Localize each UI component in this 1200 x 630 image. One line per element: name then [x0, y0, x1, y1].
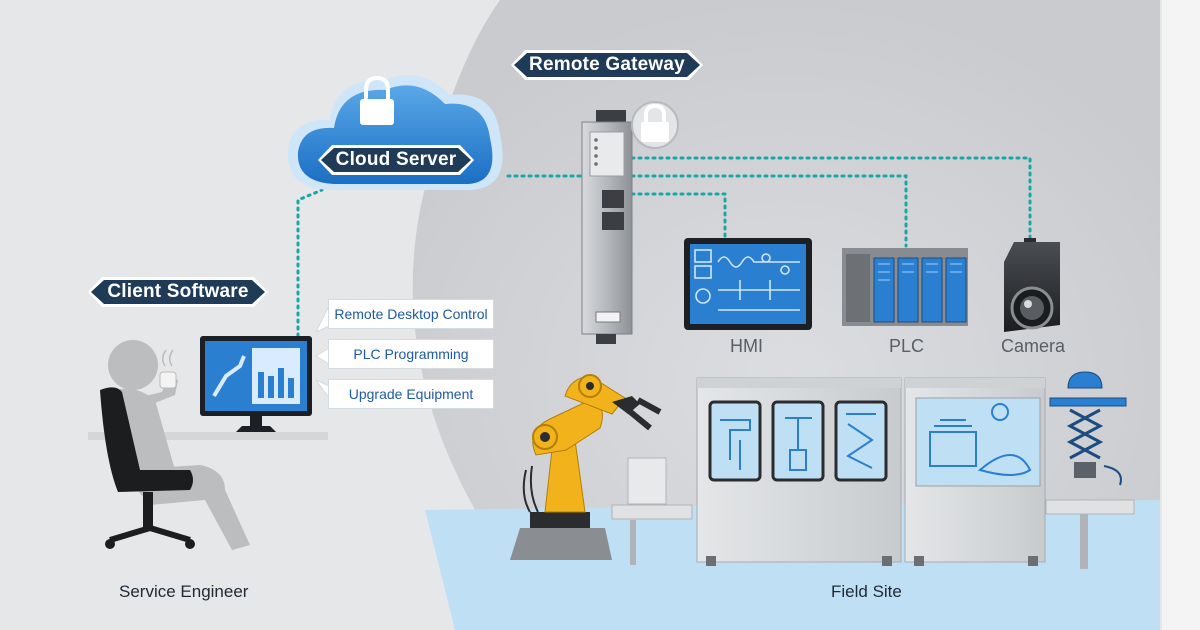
feature-remote-desktop-control: Remote Desktop Control [328, 299, 494, 329]
connection-client-cloud [296, 188, 324, 338]
remote-gateway-label: Remote Gateway [529, 54, 685, 75]
plc-label: PLC [889, 336, 925, 356]
tag-shape [511, 50, 703, 80]
feature-pointers [314, 305, 330, 400]
cloud-lock-icon [360, 75, 394, 125]
plc-unit [842, 248, 968, 326]
gateway-lock-icon [631, 101, 679, 149]
client-monitor [200, 336, 312, 432]
camera-label: Camera [1001, 336, 1066, 356]
client-software-tag: Client Software [88, 277, 268, 307]
remote-gateway-tag: Remote Gateway [511, 50, 703, 80]
production-machine-1 [696, 377, 902, 566]
connection-gateway-hmi [630, 192, 727, 240]
cloud-server-tag: Cloud Server [318, 145, 474, 175]
press-mechanism [1049, 371, 1127, 486]
service-engineer-caption: Service Engineer [119, 582, 249, 601]
hmi-label: HMI [730, 336, 763, 356]
tag-shape [318, 145, 474, 175]
connection-gateway-plc [630, 174, 908, 248]
camera-device [1004, 238, 1060, 332]
feature-upgrade-equipment: Upgrade Equipment [328, 379, 494, 409]
feature-plc-programming: PLC Programming [328, 339, 494, 369]
conveyor-bench [611, 457, 1135, 569]
network-connections [296, 156, 1032, 338]
production-machine-2 [904, 377, 1046, 566]
cloud-server-label: Cloud Server [335, 149, 457, 170]
service-engineer-figure [88, 340, 328, 550]
hmi-panel [684, 238, 812, 330]
connection-gateway-camera [630, 156, 1032, 240]
field-site-caption: Field Site [831, 582, 902, 601]
robot-arm [510, 374, 662, 560]
client-software-label: Client Software [107, 281, 249, 302]
tag-shape [88, 277, 268, 307]
right-margin [1162, 0, 1200, 630]
remote-gateway-device [581, 110, 633, 344]
